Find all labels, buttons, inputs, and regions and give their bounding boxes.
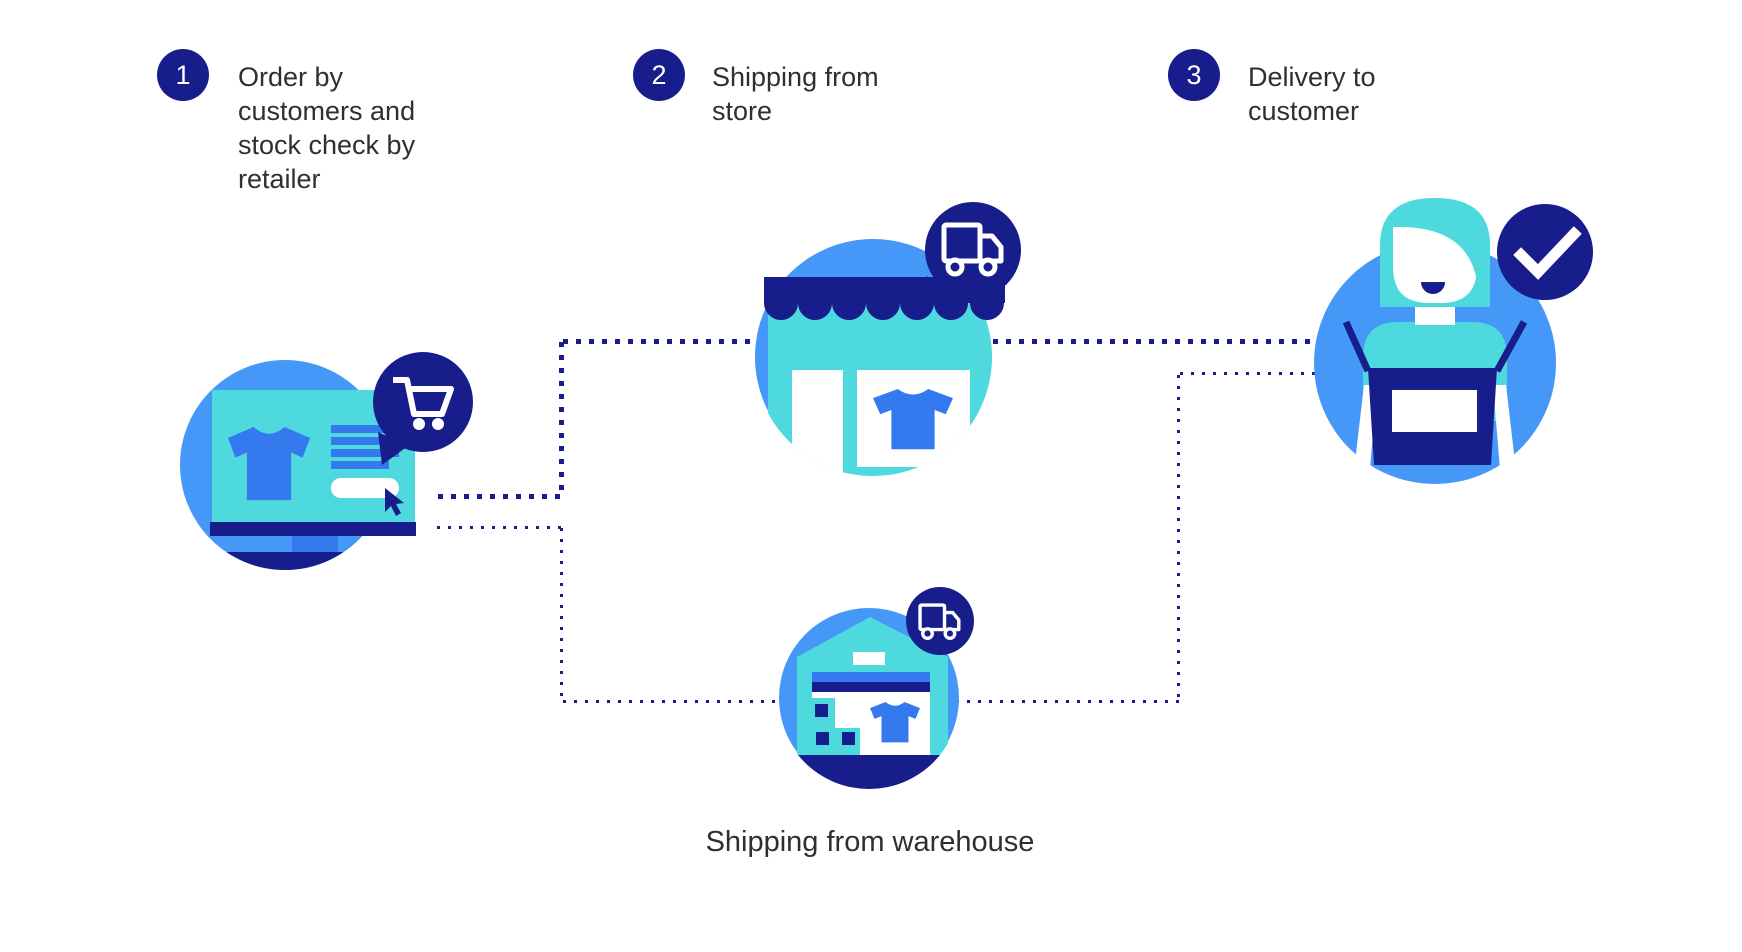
laptop-stand [292,536,338,552]
warehouse-floor [779,755,959,789]
step-1-number-badge: 1 [157,49,209,101]
warehouse-illustration [779,587,974,789]
customer-delivery-illustration [1314,198,1593,484]
shopping-cart-badge [373,352,473,465]
warehouse-caption: Shipping from warehouse [705,826,1035,858]
connector-warehouse-to-customer-h1 [956,700,1180,703]
right-arm-highlight [1493,385,1515,469]
step-2-number-badge: 2 [633,49,685,101]
customer-fringe [1404,227,1477,281]
cursor-icon [385,488,404,516]
laptop-order-illustration [180,352,473,570]
step-3-number: 3 [1186,59,1202,90]
connector-order-to-store-v [559,342,564,497]
store-door [792,370,843,476]
connector-order-to-store-h1 [438,494,563,499]
warehouse-vent [853,652,885,665]
connector-order-to-warehouse-h1 [437,526,563,529]
product-text-lines [331,425,399,469]
connector-store-to-customer-h [993,339,1315,344]
laptop-bezel [210,522,416,536]
delivered-badge [1497,204,1593,300]
step-2-number: 2 [651,59,667,90]
step-3-label: Delivery to customer [1248,62,1376,126]
truck-badge [906,587,974,655]
connector-order-to-warehouse-h2 [563,700,781,703]
box-label [1392,390,1477,432]
connector-order-to-warehouse-v [560,528,563,703]
customer-smile [1421,282,1445,294]
step-1-label: Order by customers and stock check by re… [238,62,416,194]
step-3-number-badge: 3 [1168,49,1220,101]
connector-warehouse-to-customer-v [1177,375,1180,703]
step-2-label: Shipping from store [712,62,879,126]
connector-order-to-store-h2 [563,339,757,344]
shopping-cart-icon [393,377,454,430]
checkmark-icon [1513,226,1582,280]
stacked-boxes [812,698,860,760]
truck-badge [922,202,1021,312]
connector-warehouse-to-customer-h2 [1180,372,1315,375]
box-flaps [1342,320,1528,373]
step-1-number: 1 [175,59,191,90]
desk-shadow [180,552,390,570]
buy-button [331,478,399,498]
storefront-illustration [755,202,1021,476]
customer-face [1393,227,1477,303]
